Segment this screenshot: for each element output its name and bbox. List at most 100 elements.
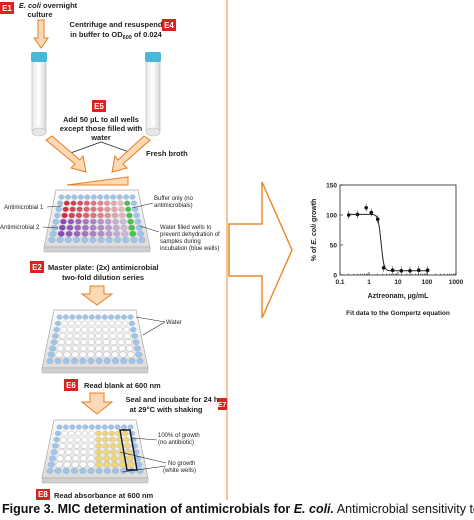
x-tick-label: 1 [367, 279, 371, 286]
well [81, 236, 89, 243]
well [132, 206, 139, 212]
master-plate [43, 189, 151, 253]
data-point [390, 268, 395, 273]
well [61, 430, 68, 436]
well [87, 455, 95, 462]
well [102, 436, 109, 443]
well [88, 339, 95, 345]
caption-prefix: Figure 3. MIC determination of antimicro… [2, 502, 294, 516]
badge-e4 [162, 19, 176, 31]
well [101, 314, 108, 320]
data-point [408, 269, 412, 273]
well [56, 424, 63, 430]
well [110, 449, 117, 455]
well [81, 430, 88, 436]
water-filled-line3: samples during [160, 239, 201, 245]
result-plate [41, 419, 149, 484]
well [61, 212, 68, 219]
well [110, 345, 118, 352]
well [87, 345, 95, 352]
well [90, 206, 97, 212]
well [103, 345, 110, 352]
well [95, 436, 102, 443]
well [120, 357, 128, 364]
e7-line1: Seal and incubate for 24 h [126, 395, 219, 404]
well [75, 212, 83, 219]
well [88, 424, 95, 430]
e5-line3: water [90, 133, 111, 142]
well [95, 449, 102, 455]
well [123, 194, 129, 200]
pointer-line [131, 202, 154, 209]
x-tick-label: 100 [422, 279, 433, 286]
well [75, 430, 82, 436]
well [81, 326, 88, 333]
e8-text: Read absorbance at 600 nm [54, 491, 154, 500]
pointer-line [46, 205, 63, 208]
figure-caption: Figure 3. MIC determination of antimicro… [2, 502, 474, 516]
big-right-arrow-icon [228, 181, 293, 319]
well [82, 314, 89, 320]
well [63, 461, 71, 468]
well [89, 224, 97, 231]
data-point [381, 266, 386, 270]
well [102, 449, 110, 455]
well [95, 314, 102, 320]
well [69, 206, 76, 212]
badge-e7-label: E7 [218, 402, 227, 409]
well [108, 424, 114, 430]
well [121, 230, 129, 237]
well [128, 224, 136, 231]
gradient-wedge [66, 176, 129, 186]
y-tick-label: 150 [326, 183, 337, 190]
well [88, 314, 95, 320]
well [69, 314, 76, 320]
well [130, 326, 137, 333]
data-point [346, 213, 351, 217]
well [125, 339, 132, 345]
well [66, 224, 74, 231]
well [124, 333, 131, 339]
well [108, 430, 115, 436]
well [102, 320, 109, 326]
well [56, 236, 64, 243]
well [71, 194, 78, 200]
well [97, 194, 104, 200]
badge-e2 [30, 261, 44, 273]
well [101, 424, 108, 430]
pointer-line [131, 437, 158, 441]
well [49, 230, 57, 237]
well [56, 345, 64, 352]
well [137, 230, 145, 237]
well [76, 314, 82, 320]
well [109, 443, 117, 449]
down-arrow-icon [80, 285, 114, 306]
well [127, 314, 134, 320]
well [114, 236, 121, 243]
well [64, 455, 72, 462]
well [58, 339, 65, 345]
well [57, 230, 65, 237]
well [127, 218, 134, 225]
fresh-broth-label: Fresh broth [146, 149, 188, 158]
well [104, 206, 111, 212]
well [62, 206, 69, 212]
badge-e1 [0, 2, 14, 14]
well [111, 206, 118, 212]
well [97, 224, 105, 231]
well [59, 443, 66, 449]
well [89, 236, 97, 243]
e4-line2: in buffer to OD600 of 0.024 [70, 30, 163, 41]
well [87, 461, 95, 468]
well [126, 212, 133, 219]
badge-e1-label: E1 [2, 4, 12, 13]
well [49, 345, 56, 352]
well [117, 339, 125, 345]
e6-text: Read blank at 600 nm [84, 381, 161, 390]
caption-italic: E. coli. [293, 502, 334, 516]
x-tick-label: 0.1 [335, 279, 344, 286]
well [79, 357, 87, 364]
badge-e6 [64, 379, 78, 391]
well [52, 218, 60, 225]
well [97, 206, 104, 212]
